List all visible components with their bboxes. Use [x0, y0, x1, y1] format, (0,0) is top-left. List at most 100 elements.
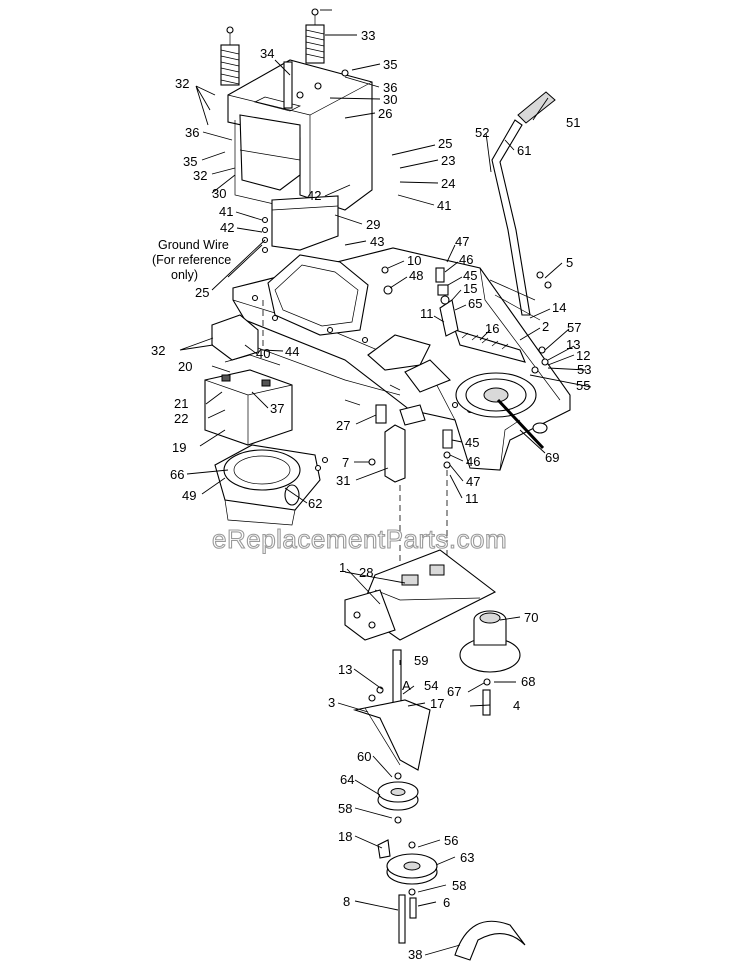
callouts: 33 34 35 36 30 26 32 36 35 32 30 25 23 2… [151, 28, 591, 962]
frame-pulley [455, 372, 545, 450]
callout-43: 43 [370, 234, 384, 249]
callout-61: 61 [517, 143, 531, 158]
callout-19: 19 [172, 440, 186, 455]
callout-42: 42 [307, 188, 321, 203]
callout-69: 69 [545, 450, 559, 465]
callout-21: 21 [174, 396, 188, 411]
pulley-70 [459, 610, 521, 716]
spring-right [305, 8, 325, 64]
callout-55: 55 [576, 378, 590, 393]
callout-44: 44 [285, 344, 299, 359]
watermark: eReplacementParts.com [212, 524, 507, 554]
callout-36: 36 [185, 125, 199, 140]
callout-5: 5 [566, 255, 573, 270]
note-line-2: (For reference [152, 253, 231, 267]
callout-36: 36 [383, 80, 397, 95]
callout-54: 54 [424, 678, 438, 693]
callout-63: 63 [460, 850, 474, 865]
callout-10: 10 [407, 253, 421, 268]
callout-28: 28 [359, 565, 373, 580]
callout-1: 1 [339, 560, 346, 575]
callout-37: 37 [270, 401, 284, 416]
spring-left [220, 26, 240, 86]
callout-35: 35 [183, 154, 197, 169]
callout-13: 13 [338, 662, 352, 677]
callout-66: 66 [170, 467, 184, 482]
callout-22: 22 [174, 411, 188, 426]
bracket-31 [368, 404, 426, 483]
callout-25: 25 [438, 136, 452, 151]
callout-40: 40 [256, 346, 270, 361]
callout-12: 12 [576, 348, 590, 363]
callout-7: 7 [342, 455, 349, 470]
linkage-parts [381, 266, 552, 469]
bracket-29 [271, 195, 339, 251]
pulley-63 [377, 839, 438, 896]
callout-23: 23 [441, 153, 455, 168]
callout-45: 45 [465, 435, 479, 450]
callout-11: 11 [420, 306, 434, 321]
callout-60: 60 [357, 749, 371, 764]
idler-assembly [352, 649, 431, 771]
callout-67: 67 [447, 684, 461, 699]
callout-53: 53 [577, 362, 591, 377]
callout-25: 25 [195, 285, 209, 300]
callout-18: 18 [338, 829, 352, 844]
callout-47: 47 [455, 234, 469, 249]
callout-35: 35 [383, 57, 397, 72]
callout-62: 62 [308, 496, 322, 511]
callout-41: 41 [437, 198, 451, 213]
callout-34: 34 [260, 46, 274, 61]
callout-6: 6 [443, 895, 450, 910]
battery [204, 354, 293, 446]
callout-27: 27 [336, 418, 350, 433]
callout-32: 32 [151, 343, 165, 358]
callout-38: 38 [408, 947, 422, 962]
note-line-1: Ground Wire [158, 238, 229, 252]
callout-49: 49 [182, 488, 196, 503]
callout-3: 3 [328, 695, 335, 710]
callout-26: 26 [378, 106, 392, 121]
callout-32: 32 [193, 168, 207, 183]
part-drawings [204, 8, 571, 961]
callout-17: 17 [430, 696, 444, 711]
callout-57: 57 [567, 320, 581, 335]
ground-wire-note: Ground Wire (For reference only) [152, 238, 231, 282]
callout-65: 65 [468, 296, 482, 311]
callout-30: 30 [383, 92, 397, 107]
spacer-27 [375, 404, 387, 424]
callout-16: 16 [485, 321, 499, 336]
callout-15: 15 [463, 281, 477, 296]
callout-51: 51 [566, 115, 580, 130]
callout-59: 59 [414, 653, 428, 668]
callout-52: 52 [475, 125, 489, 140]
callout-47: 47 [466, 474, 480, 489]
battery-tray [214, 444, 329, 526]
callout-20: 20 [178, 359, 192, 374]
callout-11: 11 [465, 491, 479, 506]
leader-lines [179, 9, 592, 956]
lever-handle [489, 91, 556, 321]
lower-plate [344, 549, 497, 641]
callout-32: 32 [175, 76, 189, 91]
callout-33: 33 [361, 28, 375, 43]
callout-A: A [402, 678, 411, 693]
callout-31: 31 [336, 473, 350, 488]
callout-70: 70 [524, 610, 538, 625]
callout-29: 29 [366, 217, 380, 232]
note-line-3: only) [171, 268, 198, 282]
callout-14: 14 [552, 300, 566, 315]
callout-58: 58 [452, 878, 466, 893]
callout-46: 46 [466, 454, 480, 469]
idler-pulley-64 [377, 772, 419, 824]
bolt-6 [409, 897, 417, 919]
callout-4: 4 [513, 698, 520, 713]
callout-56: 56 [444, 833, 458, 848]
callout-42: 42 [220, 220, 234, 235]
shaft-8 [398, 894, 406, 944]
callout-2: 2 [542, 319, 549, 334]
callout-24: 24 [441, 176, 455, 191]
callout-8: 8 [343, 894, 350, 909]
callout-46: 46 [459, 252, 473, 267]
